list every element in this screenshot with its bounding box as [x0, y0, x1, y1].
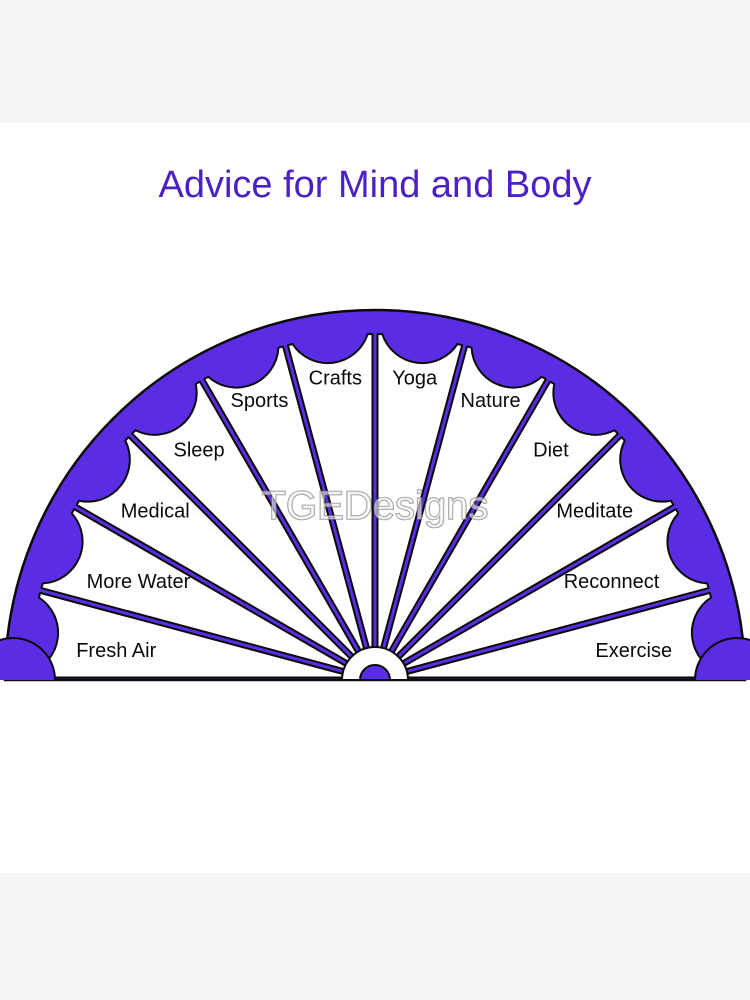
- fan-segments: [28, 333, 722, 679]
- segment-medical: [75, 436, 361, 670]
- segment-sports: [203, 345, 369, 664]
- fan-hub: [340, 646, 410, 681]
- segment-label-diet: Diet: [533, 440, 569, 462]
- segment-label-more-water: More Water: [87, 571, 191, 593]
- segment-yoga: [376, 333, 464, 663]
- segment-label-yoga: Yoga: [392, 368, 438, 390]
- chart-title: Advice for Mind and Body: [158, 164, 592, 206]
- segment-label-crafts: Crafts: [309, 368, 362, 390]
- segment-nature: [381, 345, 547, 664]
- end-scallop-right: [694, 637, 750, 680]
- watermark-text: TGEDesigns: [262, 484, 489, 528]
- segment-label-medical: Medical: [121, 500, 190, 522]
- segment-reconnect: [391, 508, 710, 674]
- segment-label-nature: Nature: [461, 390, 521, 412]
- pendulum-chart: TGEDesigns Fresh Air More Water Medical Sle…: [0, 308, 750, 682]
- hub-outer: [340, 646, 410, 681]
- segment-more-water: [40, 508, 359, 674]
- segment-label-fresh-air: Fresh Air: [76, 640, 156, 662]
- end-scallop-left: [0, 637, 56, 680]
- hub-inner: [358, 664, 392, 681]
- segment-crafts: [286, 333, 374, 663]
- segment-meditate: [389, 436, 675, 670]
- segment-label-sports: Sports: [231, 390, 289, 412]
- segment-label-meditate: Meditate: [556, 500, 633, 522]
- segment-label-sleep: Sleep: [173, 440, 224, 462]
- segment-labels: Fresh Air More Water Medical Sleep Sports Cra…: [76, 368, 672, 662]
- segment-label-reconnect: Reconnect: [564, 571, 660, 593]
- artwork-canvas: Advice for Mind and Body TGEDesigns Fres…: [0, 123, 750, 873]
- segment-sleep: [131, 380, 365, 666]
- fan-end-scallops: [0, 637, 750, 680]
- segment-label-exercise: Exercise: [595, 640, 672, 662]
- segment-diet: [385, 380, 619, 666]
